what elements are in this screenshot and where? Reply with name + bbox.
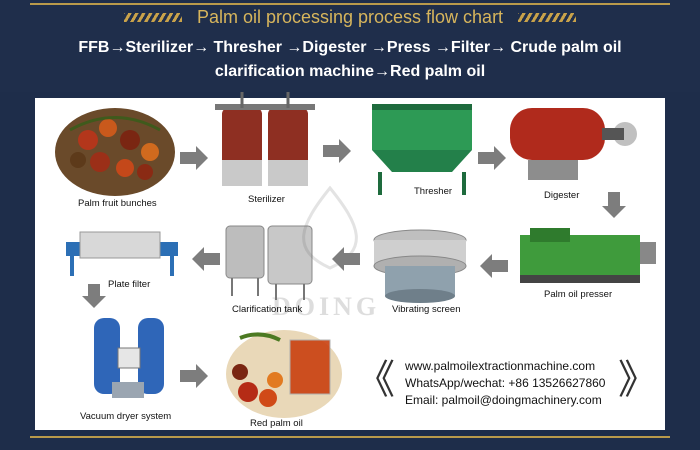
chart-title: Palm oil processing process flow chart [196, 7, 504, 27]
arrow-thresher-to-digester [478, 146, 506, 170]
label-plate-filter: Plate filter [108, 279, 151, 290]
hatch-decoration-left [124, 12, 183, 22]
contact-phone: WhatsApp/wechat: +86 13526627860 [405, 376, 606, 390]
contact-block: www.palmoilextractionmachine.com WhatsAp… [405, 358, 605, 409]
header-banner: Palm oil processing process flow chart F… [0, 0, 700, 92]
arrow-screen-to-tank [332, 247, 360, 271]
label-palm-fruit-bunches: Palm fruit bunches [78, 198, 157, 209]
palm-fruit-bunches-image [55, 108, 175, 196]
label-thresher: Thresher [414, 186, 453, 197]
label-digester: Digester [544, 190, 580, 201]
title-row: Palm oil processing process flow chart [0, 6, 700, 28]
process-summary: FFB→Sterilizer→ Thresher →Digester →Pres… [10, 36, 690, 84]
plate-filter-image [66, 231, 178, 276]
watermark-text: DOING [272, 292, 381, 321]
watermark-logo [302, 185, 358, 270]
arrow-presser-to-screen [480, 254, 508, 278]
contact-email: Email: palmoil@doingmachinery.com [405, 393, 602, 407]
vibrating-screen-image [373, 229, 467, 303]
footer-rule [30, 436, 670, 438]
flow-arrows [82, 139, 626, 388]
right-chevron-icon: 》 [618, 357, 658, 403]
label-red-palm-oil: Red palm oil [250, 418, 303, 429]
label-vibrating-screen: Vibrating screen [392, 304, 461, 315]
arrow-tank-to-filter [192, 247, 220, 271]
arrow-bunches-to-sterilizer [180, 146, 208, 170]
label-vacuum-dryer: Vacuum dryer system [80, 411, 172, 422]
hatch-decoration-right [517, 12, 576, 22]
process-summary-line2: clarification machine→Red palm oil [214, 63, 486, 80]
arrow-sterilizer-to-thresher [323, 139, 351, 163]
label-clarification-tank: Clarification tank [232, 304, 303, 315]
vacuum-dryer-image [94, 318, 164, 398]
red-palm-oil-image [226, 330, 342, 418]
arrow-digester-to-presser [602, 192, 626, 218]
label-sterilizer: Sterilizer [248, 194, 285, 205]
contact-website: www.palmoilextractionmachine.com [405, 359, 596, 373]
arrow-dryer-to-red-oil [180, 364, 208, 388]
label-palm-oil-presser: Palm oil presser [544, 289, 613, 300]
process-summary-line1: FFB→Sterilizer→ Thresher →Digester →Pres… [78, 39, 622, 56]
thresher-image [372, 104, 472, 195]
palm-oil-presser-image [520, 228, 656, 283]
clarification-tank-image [225, 225, 313, 300]
arrow-filter-to-dryer [82, 284, 106, 308]
left-chevron-icon: 《 [355, 357, 395, 403]
sterilizer-image [215, 92, 315, 186]
header-top-rule [30, 3, 670, 5]
digester-image [510, 108, 637, 180]
